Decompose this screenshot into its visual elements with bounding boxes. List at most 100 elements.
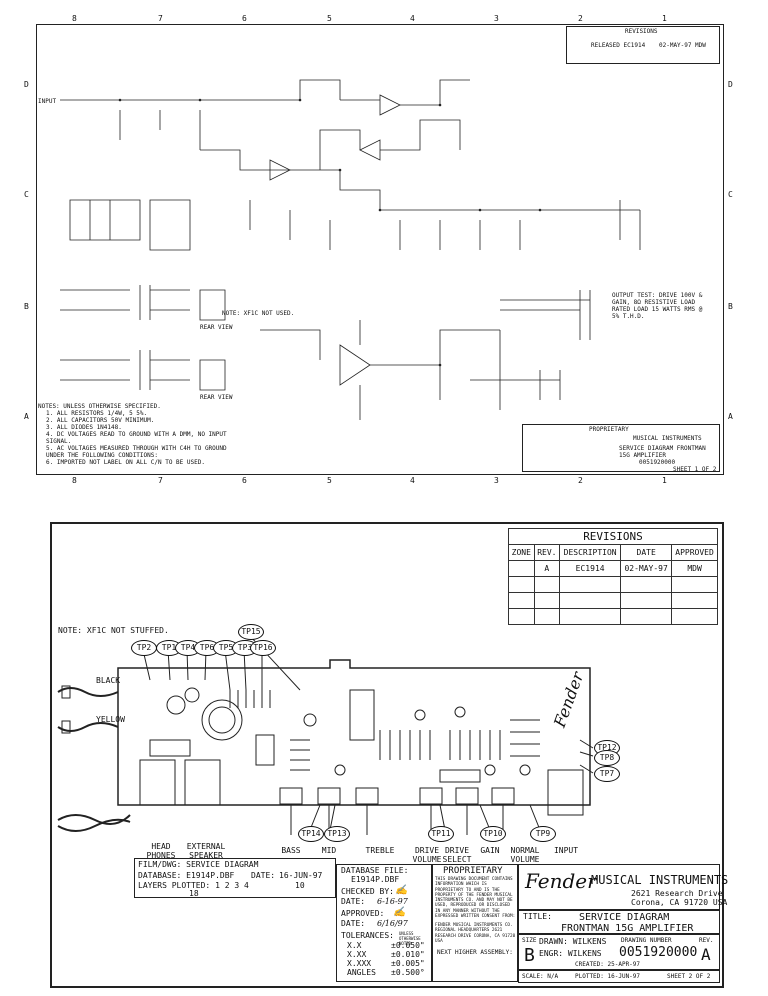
note-xf1c: NOTE: XF1C NOT USED. [222, 310, 295, 317]
col-marker: 2 [578, 476, 583, 485]
test-point: TP2 [131, 640, 157, 656]
test-point: TP8 [594, 750, 620, 766]
control-label: GAIN [480, 846, 500, 855]
test-point: TP10 [480, 826, 506, 842]
approved-date-label: DATE: [341, 919, 366, 928]
proprietary-address: FENDER MUSICAL INSTRUMENTS CO. REGIONAL … [435, 923, 516, 944]
rear-view-label: REAR VIEW [200, 394, 233, 401]
top-sheet-number: SHEET 1 OF 2 [673, 466, 717, 473]
created-date: CREATED: 25-APR-97 [575, 961, 641, 968]
scale-block: SCALE: N/A PLOTTED: 16-JUN-97 SHEET 2 OF… [518, 970, 720, 983]
approved-signature: ✍ [393, 907, 406, 918]
top-revisions-title: REVISIONS [625, 28, 658, 35]
col-marker: 7 [158, 14, 163, 23]
top-company: MUSICAL INSTRUMENTS [633, 435, 702, 442]
revisions-table: REVISIONS ZONE REV. DESCRIPTION DATE APP… [508, 528, 718, 625]
drawn-by: DRAWN: WILKENS [539, 937, 607, 946]
test-point: TP9 [530, 826, 556, 842]
top-proprietary: PROPRIETARY [589, 426, 629, 433]
col-marker: 5 [327, 14, 332, 23]
note-item: 6. IMPORTED NOT LABEL ON ALL C/N TO BE U… [46, 459, 205, 466]
control-label: TREBLE [365, 846, 395, 855]
company-address-2: Corona, CA 91720 USA [631, 898, 728, 907]
wire-label-yellow: YELLOW [96, 715, 125, 724]
top-revisions-block: REVISIONS RELEASED EC1914 02-MAY-97 MDW [566, 26, 720, 64]
check-block: DATABASE FILE: E1914P.DBF CHECKED BY: ✍ … [336, 864, 432, 982]
col-marker: 7 [158, 476, 163, 485]
tolerance-row: ±0.500° [391, 968, 425, 977]
test-point: TP13 [324, 826, 350, 842]
company-name: MUSICAL INSTRUMENTS [591, 873, 729, 887]
row-marker: A [728, 412, 733, 421]
tolerance-row: X.X [347, 941, 362, 950]
proprietary-title: PROPRIETARY [443, 866, 503, 876]
tolerance-row: ±0.010" [391, 950, 425, 959]
film-date: 16-JUN-97 [279, 871, 323, 880]
test-point: TP7 [594, 766, 620, 782]
control-label: DRIVE SELECT [442, 846, 472, 864]
title-line-1: SERVICE DIAGRAM [579, 912, 670, 923]
top-title-block: PROPRIETARY MUSICAL INSTRUMENTS SERVICE … [522, 424, 720, 473]
control-label: EXTERNAL SPEAKER [186, 842, 226, 860]
test-point: TP11 [428, 826, 454, 842]
note-item: 4. DC VOLTAGES READ TO GROUND WITH A DMM… [46, 431, 227, 445]
tolerance-row: X.XX [347, 950, 367, 959]
top-drawing-number: 0051920000 [639, 459, 676, 466]
row-marker: D [728, 80, 733, 89]
film-layers-extra: 18 [189, 889, 199, 898]
film-title: FILM/DWG: SERVICE DIAGRAM [138, 860, 259, 869]
revisions-header: ZONE [508, 544, 535, 561]
film-date-label: DATE: [251, 871, 276, 880]
col-marker: 1 [662, 476, 667, 485]
database-file-label: DATABASE FILE: [341, 866, 409, 875]
test-point: TP14 [298, 826, 324, 842]
output-test-note: OUTPUT TEST: DRIVE 100V & GAIN, 8Ω RESIS… [612, 292, 703, 320]
proprietary-text: THIS DRAWING DOCUMENT CONTAINS INFORMATI… [435, 877, 516, 920]
note-item: 3. ALL DIODES 1N4148. [46, 424, 122, 431]
rev-label: REV. [699, 937, 714, 944]
proprietary-block: PROPRIETARY THIS DRAWING DOCUMENT CONTAI… [432, 864, 518, 982]
top-revisions-date: 02-MAY-97 [659, 42, 692, 49]
tolerance-row: ANGLES [347, 968, 376, 977]
tolerances-note: UNLESS OTHERWISE NOTED [399, 931, 421, 946]
tolerance-row: X.XXX [347, 959, 372, 968]
control-label: BASS [281, 846, 301, 855]
database-file-value: E1914P.DBF [351, 875, 400, 884]
rev-value: A [701, 945, 711, 964]
company-address-1: 2621 Research Drive [631, 889, 723, 898]
col-marker: 6 [242, 476, 247, 485]
row-marker: B [728, 302, 733, 311]
checked-date-value: 6-16-97 [377, 897, 408, 906]
top-revisions-by: MDW [695, 42, 706, 49]
scale: SCALE: N/A [522, 973, 559, 980]
approved-by-label: APPROVED: [341, 909, 385, 918]
film-layers-extra: 10 [295, 881, 305, 890]
title-line-2: FRONTMAN 15G AMPLIFIER [561, 923, 694, 934]
note-item: 5. AC VOLTAGES MEASURED THROUGH WITH C4H… [46, 445, 227, 459]
film-block: FILM/DWG: SERVICE DIAGRAM DATABASE: E191… [134, 858, 336, 898]
size-value: B [524, 945, 535, 966]
col-marker: 8 [72, 476, 77, 485]
top-revisions-entry: RELEASED EC1914 [591, 42, 646, 49]
title-block: TITLE: SERVICE DIAGRAM FRONTMAN 15G AMPL… [518, 910, 720, 934]
test-point: TP15 [238, 624, 264, 640]
tolerance-row: ±0.005" [391, 959, 425, 968]
top-title: SERVICE DIAGRAM FRONTMAN 15G AMPLIFIER [619, 445, 706, 459]
col-marker: 4 [410, 476, 415, 485]
control-label: HEAD PHONES [146, 842, 176, 860]
checked-by-label: CHECKED BY: [341, 887, 394, 896]
drawing-number-block: SIZE B DRAWN: WILKENS ENGR: WILKENS DRAW… [518, 934, 720, 970]
col-marker: 5 [327, 476, 332, 485]
row-marker: C [24, 190, 29, 199]
col-marker: 3 [494, 476, 499, 485]
wire-label-black: BLACK [96, 676, 121, 685]
size-label: SIZE [522, 937, 537, 944]
approved-date-value: 6/16/97 [377, 919, 408, 928]
drawing-number: 0051920000 [619, 945, 698, 960]
row-marker: B [24, 302, 29, 311]
col-marker: 8 [72, 14, 77, 23]
film-layers: LAYERS PLOTTED: 1 2 3 4 [138, 881, 249, 890]
next-assembly-label: NEXT HIGHER ASSEMBLY: [437, 949, 513, 956]
col-marker: 4 [410, 14, 415, 23]
